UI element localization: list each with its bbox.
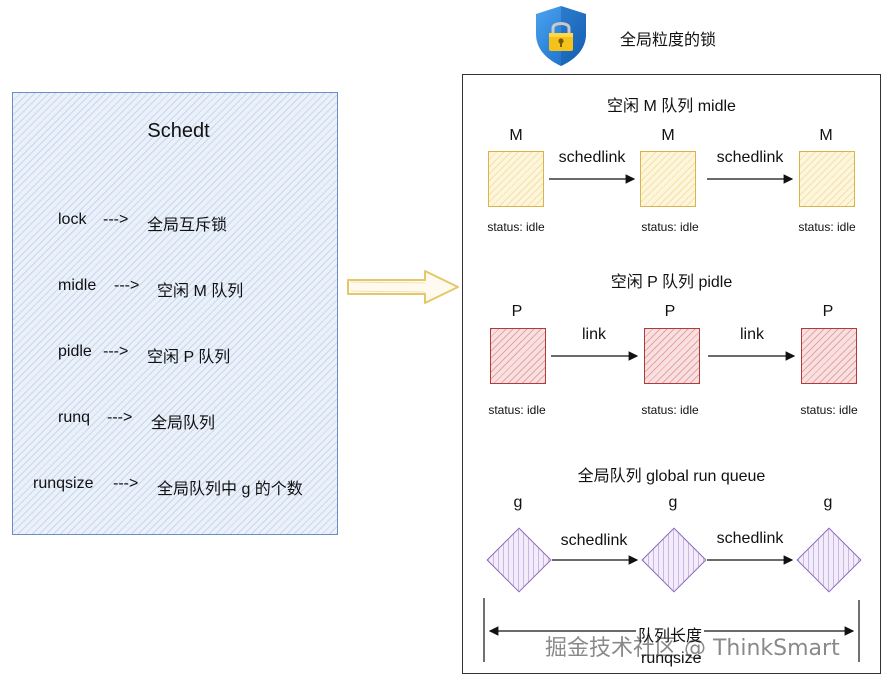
g-queue-title: 全局队列 global run queue: [577, 468, 766, 485]
g-edge-label: schedlink: [560, 532, 628, 549]
field-runqsize-arrow: --->: [113, 475, 139, 492]
field-lock-arrow: --->: [103, 211, 129, 228]
field-pidle-name: pidle: [58, 343, 92, 360]
field-midle-name: midle: [58, 277, 97, 294]
m-node: [640, 151, 696, 207]
field-midle-arrow: --->: [114, 277, 140, 294]
p-node: [801, 328, 857, 384]
m-node-label: M: [819, 127, 833, 144]
watermark: 掘金技术社区 @ ThinkSmart: [545, 636, 840, 661]
m-edge-label: schedlink: [716, 149, 784, 166]
p-node-label: P: [511, 303, 523, 320]
m-node-status: status: idle: [798, 220, 856, 234]
field-runq-name: runq: [58, 409, 91, 426]
g-edge-label: schedlink: [716, 530, 784, 547]
m-node-label: M: [509, 127, 523, 144]
p-node: [644, 328, 700, 384]
sched-struct-box: [12, 92, 338, 535]
field-runqsize-name: runqsize: [33, 475, 94, 492]
length-label: 队列长度: [636, 622, 705, 646]
p-edge-label: link: [581, 326, 606, 343]
field-pidle-desc: 空闲 P 队列: [147, 349, 231, 366]
g-node-label: g: [668, 494, 678, 511]
m-edge-label: schedlink: [558, 149, 626, 166]
field-runqsize-desc: 全局队列中 g 的个数: [157, 481, 303, 498]
m-node: [488, 151, 544, 207]
sched-title: Schedt: [147, 120, 210, 142]
m-node-status: status: idle: [487, 220, 545, 234]
m-queue-title: 空闲 M 队列 midle: [607, 98, 736, 115]
field-runq-arrow: --->: [107, 409, 133, 426]
p-queue-title: 空闲 P 队列 pidle: [610, 274, 733, 291]
p-node-status: status: idle: [641, 403, 699, 417]
m-node-status: status: idle: [641, 220, 699, 234]
field-lock-desc: 全局互斥锁: [147, 217, 228, 234]
field-lock-name: lock: [58, 211, 87, 228]
field-runq-desc: 全局队列: [151, 415, 216, 432]
m-node: [799, 151, 855, 207]
size-label: runqsize: [641, 650, 702, 667]
field-pidle-arrow: --->: [103, 343, 129, 360]
big-arrow-icon: [347, 270, 459, 304]
p-node-label: P: [664, 303, 676, 320]
m-node-label: M: [661, 127, 675, 144]
field-midle-desc: 空闲 M 队列: [157, 283, 244, 300]
p-node-status: status: idle: [800, 403, 858, 417]
shield-lock-icon: [536, 6, 586, 66]
p-node: [490, 328, 546, 384]
g-node-label: g: [823, 494, 833, 511]
p-edge-label: link: [739, 326, 764, 343]
g-node-label: g: [513, 494, 523, 511]
p-node-status: status: idle: [488, 403, 546, 417]
p-node-label: P: [822, 303, 834, 320]
lock-title: 全局粒度的锁: [620, 32, 717, 49]
